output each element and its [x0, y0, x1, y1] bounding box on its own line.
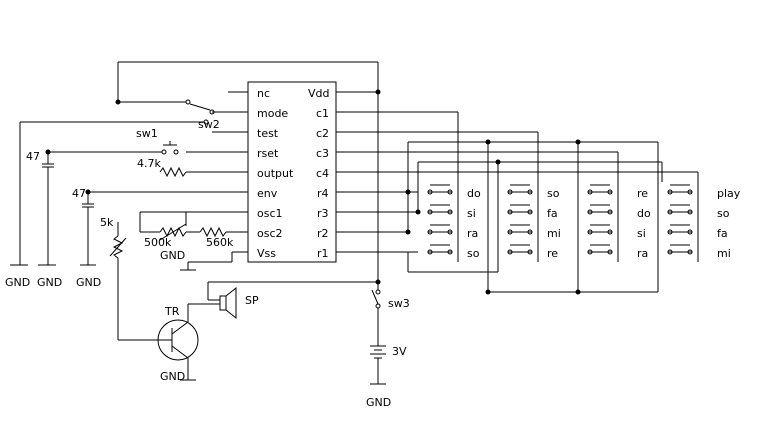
pin-nc: nc — [257, 87, 270, 100]
cap-rset-label: 47 — [26, 150, 40, 163]
keypad-buttons — [427, 184, 693, 255]
transistor-label: TR — [164, 305, 180, 318]
sw3-label: sw3 — [388, 297, 410, 310]
pin-c1: c1 — [316, 107, 329, 120]
pin-mode: mode — [257, 107, 288, 120]
pin-rset: rset — [257, 147, 279, 160]
pin-r4: r4 — [317, 187, 329, 200]
cap-env-label: 47 — [72, 187, 86, 200]
pin-c2: c2 — [316, 127, 329, 140]
sw2-label: sw2 — [198, 118, 220, 131]
sw1-label: sw1 — [136, 127, 158, 140]
key-label: si — [467, 207, 476, 220]
pot-5k — [109, 222, 160, 341]
gnd-label-1: GND — [5, 276, 30, 289]
pin-test: test — [257, 127, 279, 140]
pin-vss: Vss — [257, 247, 276, 260]
speaker — [188, 281, 378, 320]
transistor — [157, 304, 199, 381]
pin-r2: r2 — [317, 227, 329, 240]
sw1-switch — [48, 141, 179, 155]
cap-env — [82, 192, 94, 265]
key-label: si — [637, 227, 646, 240]
junction-dots — [45, 89, 581, 295]
key-label: so — [467, 247, 480, 260]
key-label: play — [717, 187, 741, 200]
key-label: so — [547, 187, 560, 200]
key-label: fa — [547, 207, 558, 220]
vss-gnd-label: GND — [160, 249, 185, 262]
resistor-output-label: 4.7k — [137, 157, 161, 170]
pin-osc1: osc1 — [257, 207, 283, 220]
key-label: mi — [547, 227, 561, 240]
pin-r3: r3 — [317, 207, 329, 220]
resistor-output — [159, 166, 187, 178]
key-label: mi — [717, 247, 731, 260]
key-label: so — [717, 207, 730, 220]
key-label: ra — [467, 227, 478, 240]
pin-vdd: Vdd — [308, 87, 330, 100]
cap-rset — [42, 152, 54, 265]
pot-label: 5k — [100, 216, 114, 229]
key-label: do — [637, 207, 651, 220]
resistor-osc2-label: 560k — [206, 236, 234, 249]
transistor-gnd-label: GND — [160, 370, 185, 383]
sw2-switch — [19, 99, 215, 265]
osc-network — [139, 211, 238, 241]
key-label: fa — [717, 227, 728, 240]
resistor-osc1-label: 500k — [144, 236, 172, 249]
key-label: re — [637, 187, 648, 200]
pin-output: output — [257, 167, 294, 180]
column-buses — [336, 111, 699, 262]
pin-c4: c4 — [316, 167, 329, 180]
row-buses — [336, 141, 663, 293]
gnd-label-2: GND — [37, 276, 62, 289]
speaker-label: SP — [245, 294, 259, 307]
sw3-switch — [371, 289, 381, 346]
battery-label: 3V — [392, 345, 407, 358]
key-label: ra — [637, 247, 648, 260]
key-label: re — [547, 247, 558, 260]
pin-c3: c3 — [316, 147, 329, 160]
battery — [370, 345, 386, 385]
vss-ground — [180, 252, 233, 271]
vdd-rail — [117, 61, 379, 290]
gnd-label-3: GND — [76, 276, 101, 289]
key-label: do — [467, 187, 481, 200]
battery-gnd-label: GND — [366, 396, 391, 409]
pin-r1: r1 — [317, 247, 329, 260]
left-pin-stubs — [88, 91, 248, 253]
pin-env: env — [257, 187, 278, 200]
pin-osc2: osc2 — [257, 227, 283, 240]
